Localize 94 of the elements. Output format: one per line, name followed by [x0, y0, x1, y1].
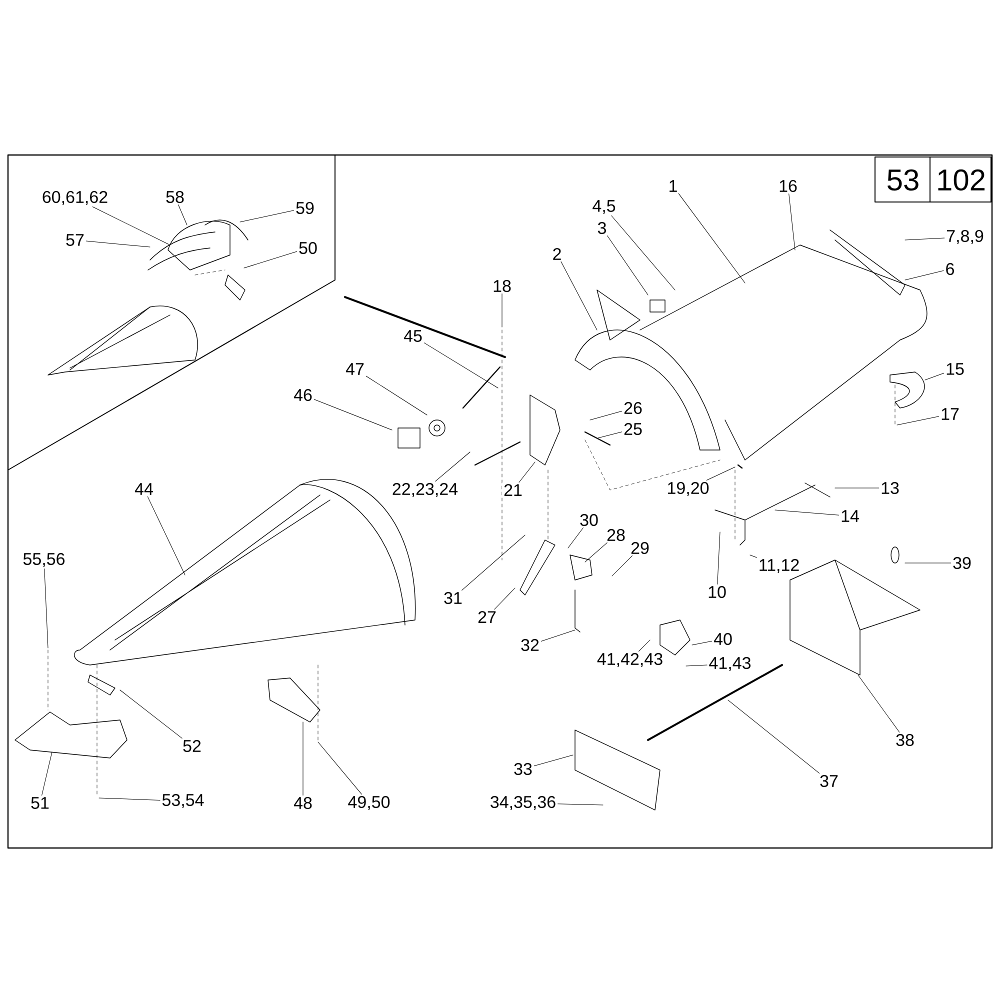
callout-number: 19,20	[665, 480, 711, 498]
callout-number: 55,56	[21, 551, 67, 569]
callout-number: 60,61,62	[40, 189, 110, 207]
callout-number: 49,50	[346, 794, 392, 812]
leader-line	[590, 410, 622, 420]
leader-line	[692, 640, 712, 646]
leader-line	[568, 527, 584, 548]
callout-number: 39	[951, 556, 973, 571]
leader-line	[896, 416, 940, 426]
callout-number: 16	[777, 178, 799, 194]
leader-line	[534, 754, 574, 766]
leader-line	[518, 462, 536, 483]
leader-line	[638, 640, 650, 652]
leader-line	[560, 261, 598, 330]
callout-number: 27	[476, 610, 498, 624]
leader-line	[44, 568, 48, 648]
callout-number: 51	[29, 796, 51, 810]
leader-line	[686, 664, 708, 666]
leader-line	[584, 542, 608, 562]
callout-number: 44	[133, 482, 155, 496]
callout-number: 10	[706, 584, 728, 600]
leader-line	[435, 452, 470, 482]
callout-number: 59	[294, 200, 316, 216]
callout-number: 33	[512, 762, 534, 777]
callout-number: 26	[622, 400, 644, 416]
leader-line	[92, 206, 170, 246]
leader-line	[788, 193, 796, 250]
leader-line	[424, 342, 498, 388]
leader-line	[904, 270, 944, 280]
callout-number: 2	[550, 246, 564, 262]
callout-number: 37	[818, 774, 840, 789]
leader-line	[904, 238, 945, 240]
leader-line	[678, 193, 746, 284]
leader-line	[558, 804, 604, 806]
callout-number: 11,12	[756, 557, 802, 575]
leader-line	[858, 674, 900, 733]
leader-line	[86, 240, 150, 248]
callout-number: 1	[666, 178, 680, 194]
callout-number: 38	[894, 732, 916, 748]
callout-number: 46	[292, 387, 314, 403]
page-number: 53	[888, 169, 918, 191]
leader-line	[612, 555, 633, 576]
leader-line	[924, 372, 944, 380]
leader-line	[178, 204, 188, 226]
leader-line	[314, 399, 392, 430]
leader-line	[717, 532, 720, 585]
callout-number: 30	[578, 512, 600, 528]
leader-line	[750, 554, 757, 558]
leader-line	[147, 496, 186, 576]
callout-number: 21	[502, 482, 524, 498]
callout-number: 15	[944, 362, 966, 376]
leader-line	[98, 798, 160, 800]
leader-line	[240, 210, 294, 222]
callout-number: 41,42,43	[595, 651, 665, 669]
leader-line	[302, 722, 304, 796]
leader-line	[366, 376, 428, 416]
callout-number: 47	[344, 362, 366, 376]
callout-number: 25	[622, 421, 644, 437]
callout-number: 45	[402, 328, 424, 344]
leader-line	[607, 235, 648, 296]
callout-number: 13	[879, 480, 901, 496]
leader-line	[462, 534, 526, 591]
callout-number: 48	[292, 796, 314, 811]
callout-number: 31	[442, 590, 464, 606]
callout-number: 32	[519, 638, 541, 653]
leader-line	[244, 251, 298, 268]
callout-number: 52	[181, 738, 203, 754]
callout-number: 53,54	[160, 792, 206, 810]
leader-line	[42, 752, 52, 796]
callout-number: 28	[605, 528, 627, 543]
leader-line	[120, 690, 182, 739]
leader-line	[540, 630, 576, 642]
callout-number: 4,5	[590, 198, 618, 216]
leader-line	[494, 588, 516, 610]
leader-line	[611, 215, 676, 290]
callout-number: 22,23,24	[390, 481, 460, 499]
leader-line	[774, 510, 840, 516]
callout-number: 50	[297, 240, 319, 256]
callout-number: 18	[491, 278, 513, 294]
leader-line	[706, 466, 736, 481]
callout-number: 58	[164, 189, 186, 205]
callout-number: 40	[712, 631, 734, 647]
leader-line	[598, 432, 622, 438]
callout-number: 17	[939, 406, 961, 422]
leader-line	[904, 562, 952, 564]
callout-number: 41,43	[707, 655, 753, 673]
page-number: 102	[938, 169, 985, 191]
leader-line	[318, 742, 362, 795]
callout-number: 57	[64, 232, 86, 248]
callout-number: 29	[629, 540, 651, 556]
callout-number: 14	[839, 508, 861, 524]
leader-line	[728, 700, 820, 774]
callout-number: 7,8,9	[944, 228, 986, 246]
callout-number: 34,35,36	[488, 794, 558, 812]
